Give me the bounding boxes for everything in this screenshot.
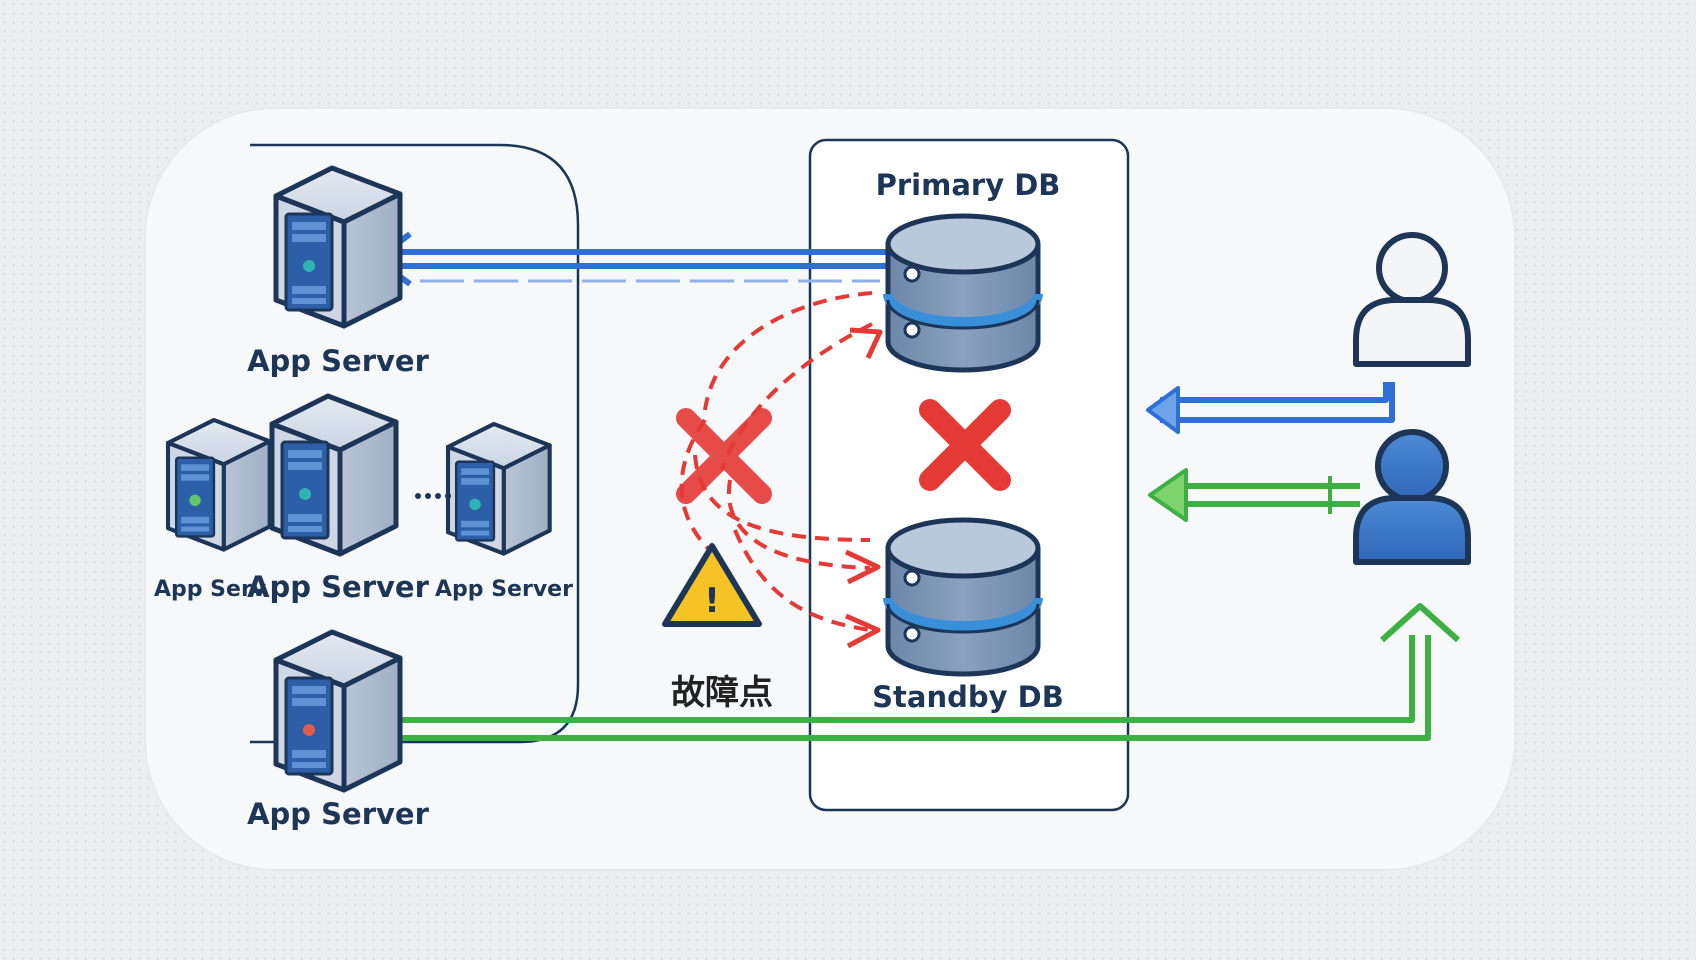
failover-arrowheads (844, 327, 883, 649)
standby-db-icon (888, 520, 1038, 674)
user-blue-icon (1353, 429, 1471, 565)
app-server-right-small-icon (448, 424, 550, 554)
app-server-middle-icon (272, 396, 396, 554)
failover-failure-x-icon (676, 408, 772, 504)
warning-icon: ! (662, 543, 762, 627)
green-user-arrow (1148, 468, 1360, 522)
app-server-bottom-label: App Server (247, 797, 429, 831)
green-flow-arrow-user-to-app (369, 603, 1461, 745)
failure-point-label: 故障点 (671, 673, 773, 713)
standby-db-label: Standby DB (872, 680, 1064, 714)
blue-user-arrow (1146, 382, 1395, 434)
app-server-right-small-label: App Server (435, 577, 573, 602)
user-white-icon (1353, 232, 1471, 367)
app-server-left-small-icon (168, 420, 270, 550)
server-connector-dots (415, 493, 451, 499)
app-server-top-icon (276, 168, 400, 326)
primary-db-icon (888, 216, 1038, 370)
app-server-bottom-icon (276, 632, 400, 790)
warning-mark: ! (704, 581, 720, 621)
app-server-middle-label: App Server (247, 570, 429, 604)
primary-db-label: Primary DB (876, 168, 1061, 202)
app-server-top-label: App Server (247, 344, 429, 378)
app-server-left-small-label: App Serv (154, 577, 267, 602)
failure-x-icon (919, 399, 1011, 491)
